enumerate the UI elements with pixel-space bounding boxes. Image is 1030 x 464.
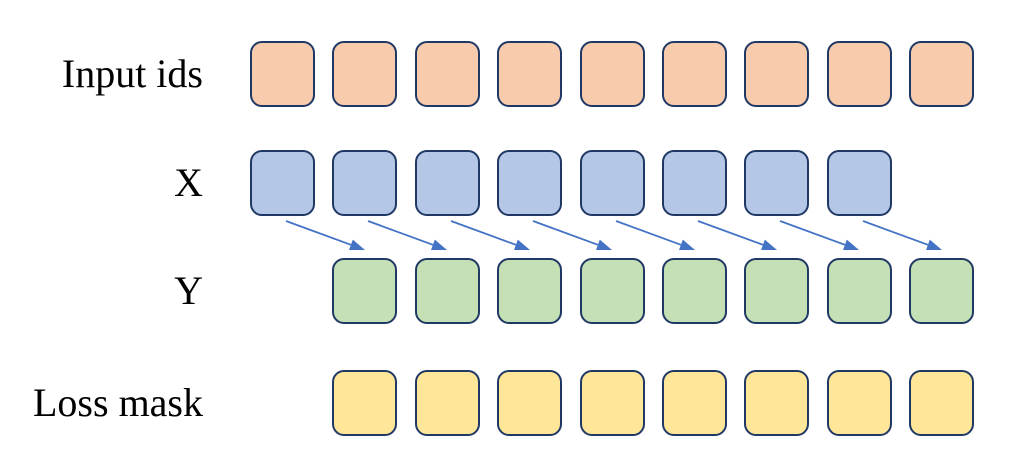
y-token-box	[415, 258, 480, 324]
row-label-input-ids: Input ids	[61, 51, 203, 96]
arrow	[697, 220, 777, 250]
input_ids-token-box	[662, 41, 727, 107]
loss_mask-token-box	[662, 370, 727, 436]
y-token-box	[580, 258, 645, 324]
x-token-box	[250, 150, 315, 216]
y-token-box	[332, 258, 397, 324]
input_ids-token-box	[332, 41, 397, 107]
input_ids-token-box	[827, 41, 892, 107]
arrow	[779, 220, 859, 250]
arrow	[862, 220, 942, 250]
y-token-box	[662, 258, 727, 324]
loss_mask-token-box	[497, 370, 562, 436]
y-token-box	[909, 258, 974, 324]
input_ids-token-box	[580, 41, 645, 107]
loss_mask-token-box	[415, 370, 480, 436]
x-token-box	[744, 150, 809, 216]
row-label-x: X	[174, 160, 203, 205]
loss_mask-token-box	[827, 370, 892, 436]
arrow	[367, 220, 447, 250]
loss_mask-token-box	[744, 370, 809, 436]
input_ids-token-box	[744, 41, 809, 107]
x-token-box	[415, 150, 480, 216]
input_ids-token-box	[909, 41, 974, 107]
x-token-box	[827, 150, 892, 216]
x-token-box	[580, 150, 645, 216]
loss_mask-token-box	[580, 370, 645, 436]
arrow	[615, 220, 695, 250]
loss_mask-token-box	[332, 370, 397, 436]
row-label-loss-mask: Loss mask	[33, 380, 203, 425]
arrow	[285, 220, 365, 250]
y-token-box	[497, 258, 562, 324]
x-token-box	[332, 150, 397, 216]
loss_mask-token-box	[909, 370, 974, 436]
x-token-box	[662, 150, 727, 216]
x-token-box	[497, 150, 562, 216]
arrow	[450, 220, 530, 250]
row-label-y: Y	[174, 268, 203, 313]
input_ids-token-box	[497, 41, 562, 107]
input_ids-token-box	[250, 41, 315, 107]
arrow	[532, 220, 612, 250]
y-token-box	[744, 258, 809, 324]
y-token-box	[827, 258, 892, 324]
input_ids-token-box	[415, 41, 480, 107]
